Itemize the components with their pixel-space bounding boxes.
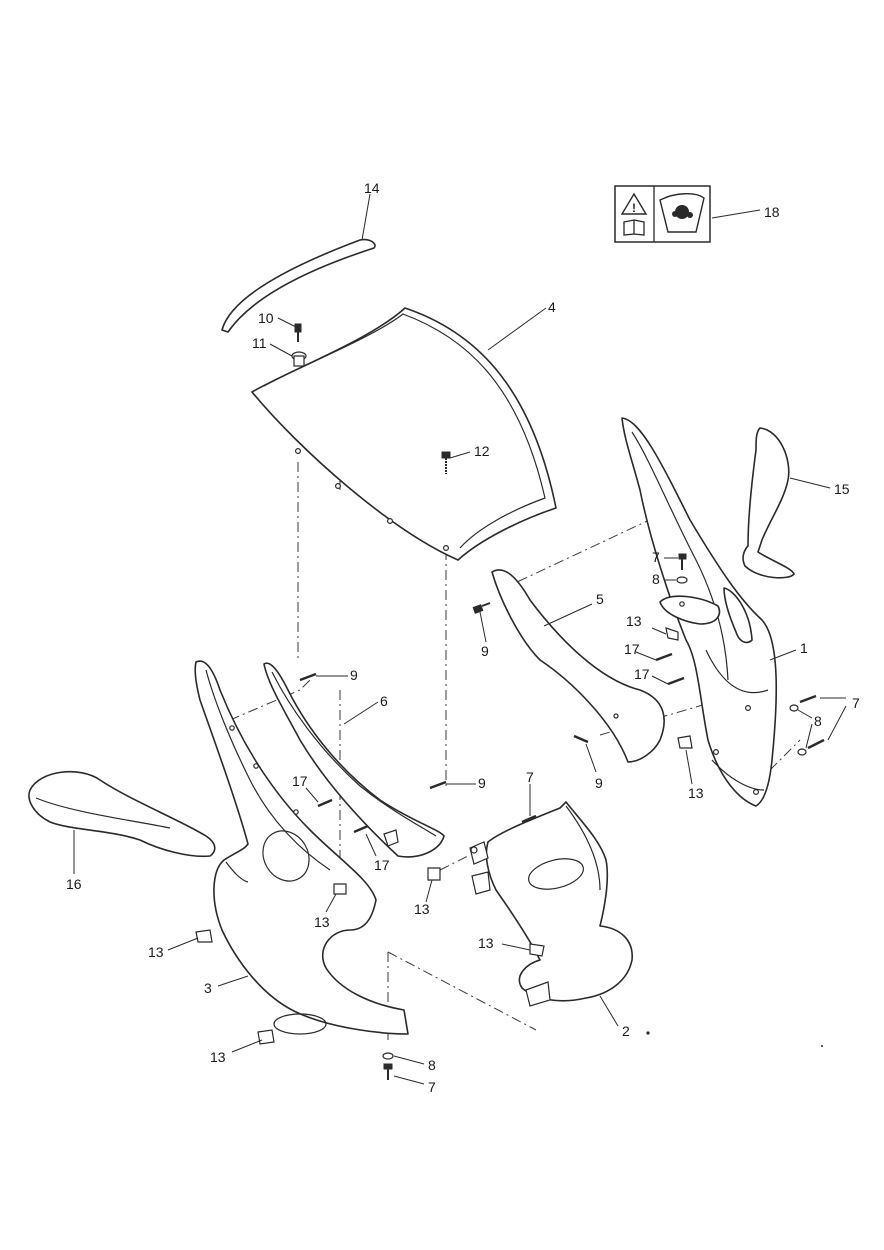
leader-lines xyxy=(73,193,847,1085)
callouts: 14 18 4 10 11 12 15 7 8 5 9 13 17 17 1 7… xyxy=(66,180,860,1095)
callout-1: 1 xyxy=(800,640,808,656)
callout-9: 9 xyxy=(478,775,486,791)
warning-label: ! xyxy=(614,185,711,243)
left-upper-fairing xyxy=(194,660,409,1035)
mirror-mount-bracket xyxy=(659,595,721,625)
callout-17: 17 xyxy=(624,641,640,657)
callout-2: 2 xyxy=(622,1023,630,1039)
callout-13: 13 xyxy=(148,944,164,960)
callout-14: 14 xyxy=(364,180,380,196)
callout-17: 17 xyxy=(374,857,390,873)
callout-8: 8 xyxy=(652,571,660,587)
callout-9: 9 xyxy=(595,775,603,791)
callout-8: 8 xyxy=(428,1057,436,1073)
callout-12: 12 xyxy=(474,443,490,459)
well-nut-11 xyxy=(291,351,307,367)
windscreen xyxy=(251,307,557,561)
right-inner-panel xyxy=(491,569,665,763)
callout-7: 7 xyxy=(526,769,534,785)
left-lower-panel xyxy=(469,801,633,1007)
left-inner-panel xyxy=(263,662,445,858)
callout-17: 17 xyxy=(634,666,650,682)
callout-6: 6 xyxy=(380,693,388,709)
callout-8: 8 xyxy=(814,713,822,729)
callout-16: 16 xyxy=(66,876,82,892)
svg-text:!: ! xyxy=(632,201,636,215)
callout-7: 7 xyxy=(852,695,860,711)
callout-13: 13 xyxy=(626,613,642,629)
warning-triangle-icon: ! xyxy=(620,192,648,215)
callout-18: 18 xyxy=(764,204,780,220)
callout-13: 13 xyxy=(688,785,704,801)
callout-3: 3 xyxy=(204,980,212,996)
callout-13: 13 xyxy=(478,935,494,951)
callout-15: 15 xyxy=(834,481,850,497)
callout-9: 9 xyxy=(481,643,489,659)
callout-13: 13 xyxy=(414,901,430,917)
left-mirror xyxy=(28,770,216,858)
callout-5: 5 xyxy=(596,591,604,607)
fairing-cleaning-icon xyxy=(659,193,705,233)
right-mirror xyxy=(742,427,795,579)
callout-17: 17 xyxy=(292,773,308,789)
callout-7: 7 xyxy=(428,1079,436,1095)
callout-13: 13 xyxy=(210,1049,226,1065)
callout-10: 10 xyxy=(258,310,274,326)
hardware xyxy=(195,553,825,1080)
callout-4: 4 xyxy=(548,299,556,315)
callout-9: 9 xyxy=(350,667,358,683)
manual-book-icon xyxy=(623,219,645,236)
callout-7: 7 xyxy=(652,549,660,565)
callout-13: 13 xyxy=(314,914,330,930)
screw-12 xyxy=(441,451,451,474)
windscreen-seal-strip xyxy=(221,238,376,333)
callout-11: 11 xyxy=(252,335,267,351)
